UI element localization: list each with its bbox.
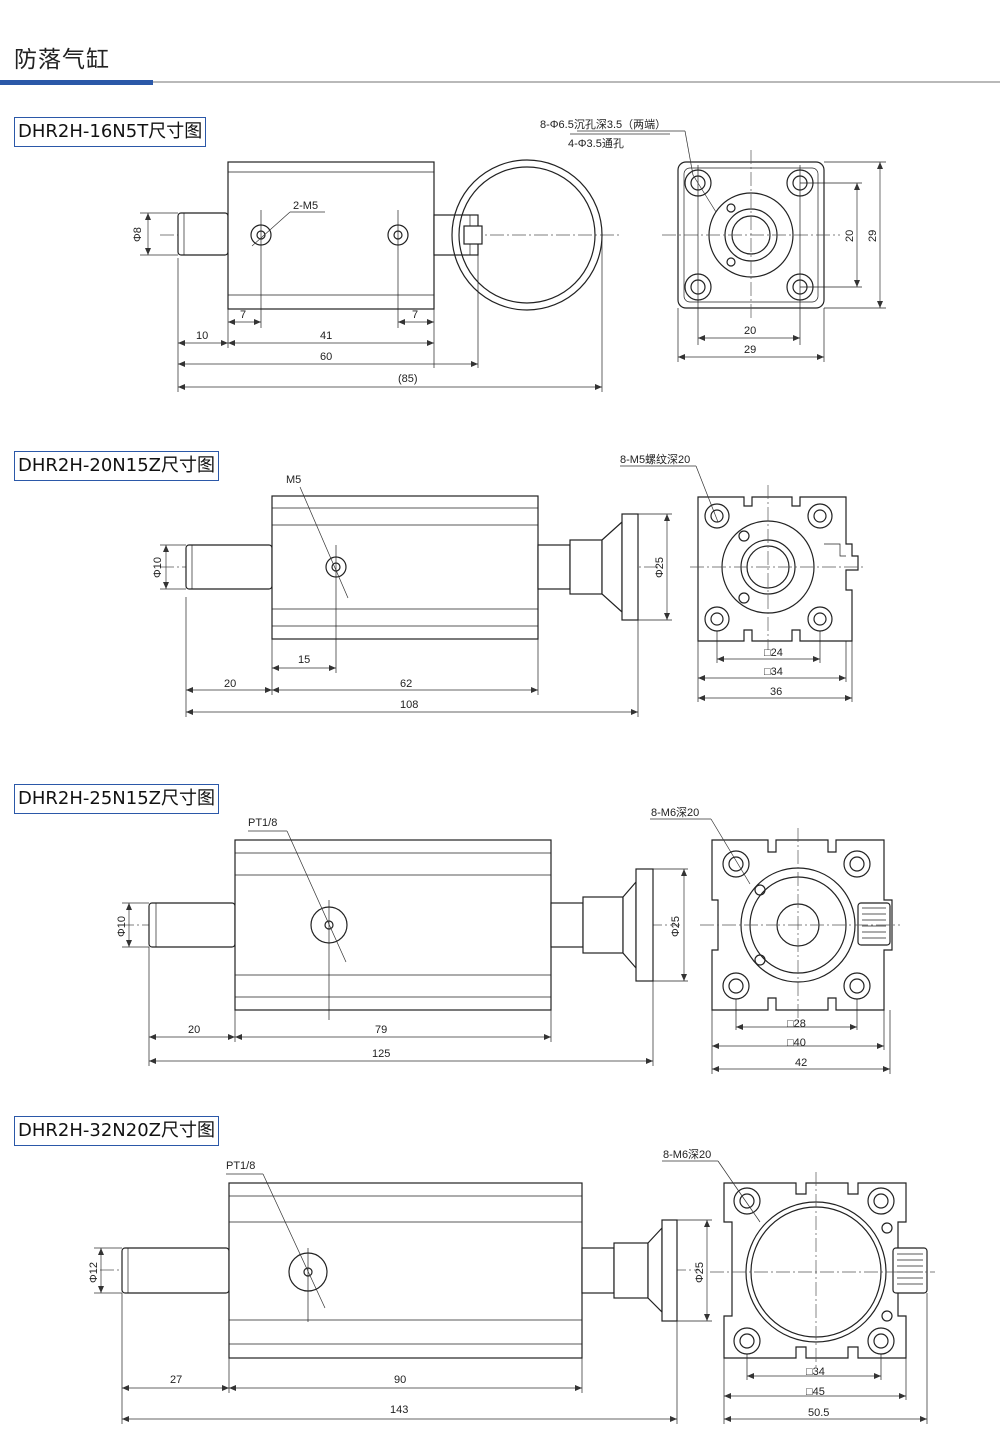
dim-41: 41	[320, 330, 332, 342]
dim-end-28: □28	[787, 1018, 806, 1030]
callout-8-holes: 8-Φ6.5沉孔深3.5（两端）	[540, 118, 666, 131]
dim-end-20-v: 20	[844, 230, 856, 242]
end-view-holes-32	[733, 1187, 895, 1355]
dim-rod-dia-20: Φ10	[152, 557, 164, 578]
dim-125: 125	[372, 1048, 390, 1060]
dim-90: 90	[394, 1374, 406, 1386]
page-title: 防落气缸	[14, 47, 110, 73]
dim-end-50-5: 50.5	[808, 1407, 829, 1419]
dim-10: 10	[196, 330, 208, 342]
dim-end-24: □24	[764, 647, 783, 659]
dim-15: 15	[298, 654, 310, 666]
dim-85: (85)	[398, 373, 418, 385]
drawing-32n20z: PT1/8 Φ12 Φ25 27 90 143 8-M6深20 □34 □45 …	[88, 1148, 935, 1424]
dim-end-40: □40	[787, 1037, 806, 1049]
dim-head-dia-25: Φ25	[670, 916, 682, 937]
dim-end-34-32: □34	[806, 1366, 825, 1378]
dim-head-dia-32: Φ25	[694, 1262, 706, 1283]
dim-end-34: □34	[764, 666, 783, 678]
drawing-16n5t: 2-M5 Φ8 7 7 10 41 60 (85) 8-Φ6.	[132, 118, 886, 392]
end-view-holes-25	[722, 850, 871, 1000]
dim-head-dia-20: Φ25	[654, 557, 666, 578]
callout-8-m6-32: 8-M6深20	[663, 1148, 711, 1161]
dim-rod-dia: Φ8	[132, 227, 144, 242]
dim-end-36: 36	[770, 686, 782, 698]
dim-rod-dia-32: Φ12	[88, 1262, 100, 1283]
drawing-20n15z: M5 Φ10 Φ25 15 20 62 108 8-M5螺纹深20	[152, 452, 866, 717]
dim-end-20-h: 20	[744, 325, 756, 337]
section-label-32n20z: DHR2H-32N20Z尺寸图	[14, 1116, 219, 1146]
dim-143: 143	[390, 1404, 408, 1416]
dim-end-29-v: 29	[867, 230, 879, 242]
dim-62: 62	[400, 678, 412, 690]
callout-pt18-32: PT1/8	[226, 1160, 255, 1172]
dim-20-20: 20	[224, 678, 236, 690]
callout-m5: M5	[286, 474, 301, 486]
dim-7-right: 7	[412, 309, 418, 321]
section-label-25n15z: DHR2H-25N15Z尺寸图	[14, 784, 219, 814]
dim-7-left: 7	[240, 309, 246, 321]
callout-8-m5: 8-M5螺纹深20	[620, 452, 690, 466]
dim-27: 27	[170, 1374, 182, 1386]
dim-79: 79	[375, 1024, 387, 1036]
dim-end-42: 42	[795, 1057, 807, 1069]
title-accent-bar	[0, 80, 153, 85]
section-label-16n5t: DHR2H-16N5T尺寸图	[14, 117, 207, 147]
dim-end-29-h: 29	[744, 344, 756, 356]
callout-4-holes: 4-Φ3.5通孔	[568, 137, 624, 150]
callout-2-m5: 2-M5	[293, 200, 318, 212]
drawing-25n15z: PT1/8 Φ10 Φ25 20 79 125 8-M6深20 □28 □40	[116, 806, 900, 1074]
dim-60: 60	[320, 351, 332, 363]
callout-pt18-25: PT1/8	[248, 817, 277, 829]
end-view-holes-20	[704, 503, 833, 632]
dim-20-25: 20	[188, 1024, 200, 1036]
dim-end-45: □45	[806, 1386, 825, 1398]
dim-rod-dia-25: Φ10	[116, 916, 128, 937]
section-label-20n15z: DHR2H-20N15Z尺寸图	[14, 451, 219, 481]
title-rule	[0, 81, 1000, 83]
dim-108: 108	[400, 699, 418, 711]
callout-8-m6-25: 8-M6深20	[651, 806, 699, 819]
